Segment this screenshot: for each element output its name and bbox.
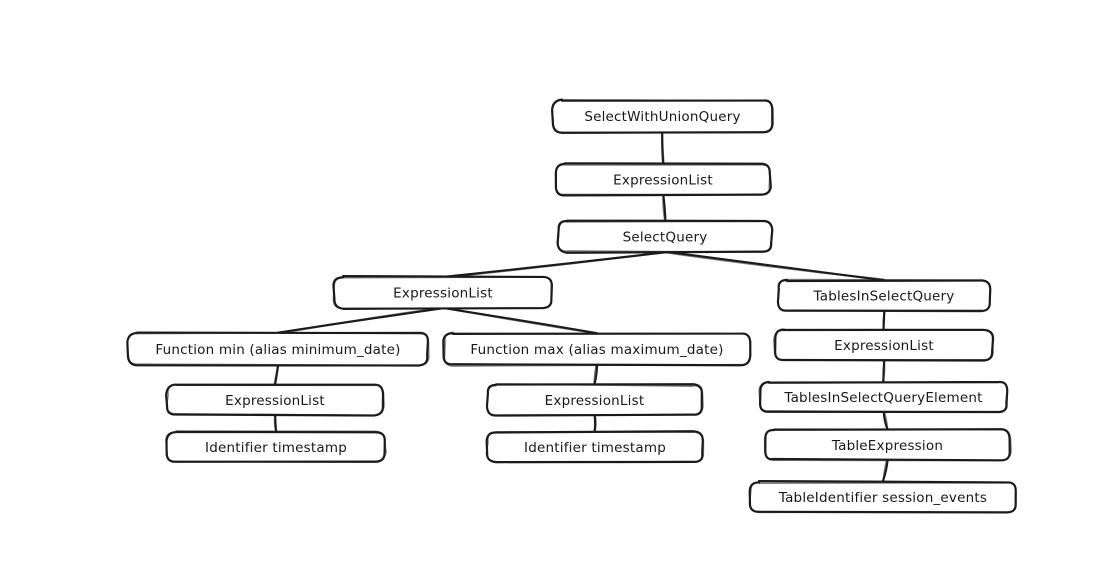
node-label: ExpressionList	[393, 286, 493, 302]
node-label: SelectQuery	[623, 230, 708, 246]
node-outline-sketch	[763, 428, 1012, 462]
tree-node[interactable]: ExpressionList	[485, 383, 704, 417]
node-label: ExpressionList	[545, 393, 645, 409]
node-outline-sketch	[485, 431, 705, 464]
node-label: SelectWithUnionQuery	[584, 109, 740, 125]
node-outline-sketch	[443, 331, 752, 367]
node-label: ExpressionList	[613, 173, 713, 189]
node-label: Identifier timestamp	[524, 440, 666, 456]
node-label: TableIdentifier session_events	[778, 490, 987, 506]
tree-edge	[442, 306, 598, 335]
node-outline-sketch	[551, 99, 773, 134]
node-outline-sketch	[165, 383, 385, 417]
tree-edge	[273, 363, 280, 387]
tree-node[interactable]: ExpressionList	[332, 275, 553, 310]
node-label: ExpressionList	[225, 393, 325, 409]
tree-node[interactable]: Identifier timestamp	[165, 430, 387, 464]
node-outline-sketch	[486, 383, 704, 416]
tree-node[interactable]: ExpressionList	[772, 328, 995, 362]
tree-node[interactable]: ExpressionList	[554, 162, 772, 197]
node-label: TablesInSelectQuery	[813, 289, 955, 305]
tree-edge	[593, 363, 599, 387]
tree-edge	[661, 130, 665, 166]
tree-node[interactable]: Function max (alias maximum_date)	[442, 331, 752, 367]
node-label: TablesInSelectQueryElement	[783, 390, 982, 406]
tree-edge	[662, 193, 667, 223]
tree-edge	[663, 250, 886, 282]
tree-node[interactable]: TablesInSelectQuery	[776, 278, 992, 313]
tree-node[interactable]: SelectWithUnionQuery	[550, 98, 774, 134]
nodes-layer: SelectWithUnionQueryExpressionListSelect…	[126, 98, 1017, 514]
node-label: TableExpression	[831, 438, 943, 454]
node-outline-sketch	[758, 381, 1009, 414]
tree-node[interactable]: SelectQuery	[556, 219, 774, 254]
node-outline-sketch	[332, 276, 553, 310]
node-outline-sketch	[165, 430, 387, 464]
node-outline-sketch	[555, 163, 771, 196]
tree-node[interactable]: Identifier timestamp	[485, 430, 705, 464]
node-label: Function max (alias maximum_date)	[470, 342, 723, 358]
tree-edge	[881, 458, 889, 484]
tree-edge	[276, 306, 445, 335]
tree-edge	[881, 358, 886, 384]
tree-edge	[882, 309, 886, 332]
tree-node[interactable]: ExpressionList	[165, 383, 385, 417]
tree-node[interactable]: TableExpression	[763, 428, 1012, 462]
node-label: ExpressionList	[834, 338, 934, 354]
tree-edge	[882, 410, 889, 431]
tree-node[interactable]: TableIdentifier session_events	[748, 479, 1017, 514]
tree-node[interactable]: TablesInSelectQueryElement	[758, 380, 1009, 414]
tree-edge	[593, 414, 597, 434]
node-outline-sketch	[557, 219, 773, 253]
node-label: Function min (alias minimum_date)	[155, 342, 400, 358]
node-outline-sketch	[777, 278, 992, 313]
node-outline-sketch	[748, 481, 1017, 514]
node-outline-sketch	[772, 328, 994, 361]
tree-edge	[441, 251, 667, 279]
edges-layer	[273, 130, 889, 484]
node-outline-sketch	[126, 331, 430, 367]
node-label: Identifier timestamp	[205, 440, 347, 456]
tree-edge	[273, 413, 278, 433]
tree-node[interactable]: Function min (alias minimum_date)	[126, 331, 430, 367]
